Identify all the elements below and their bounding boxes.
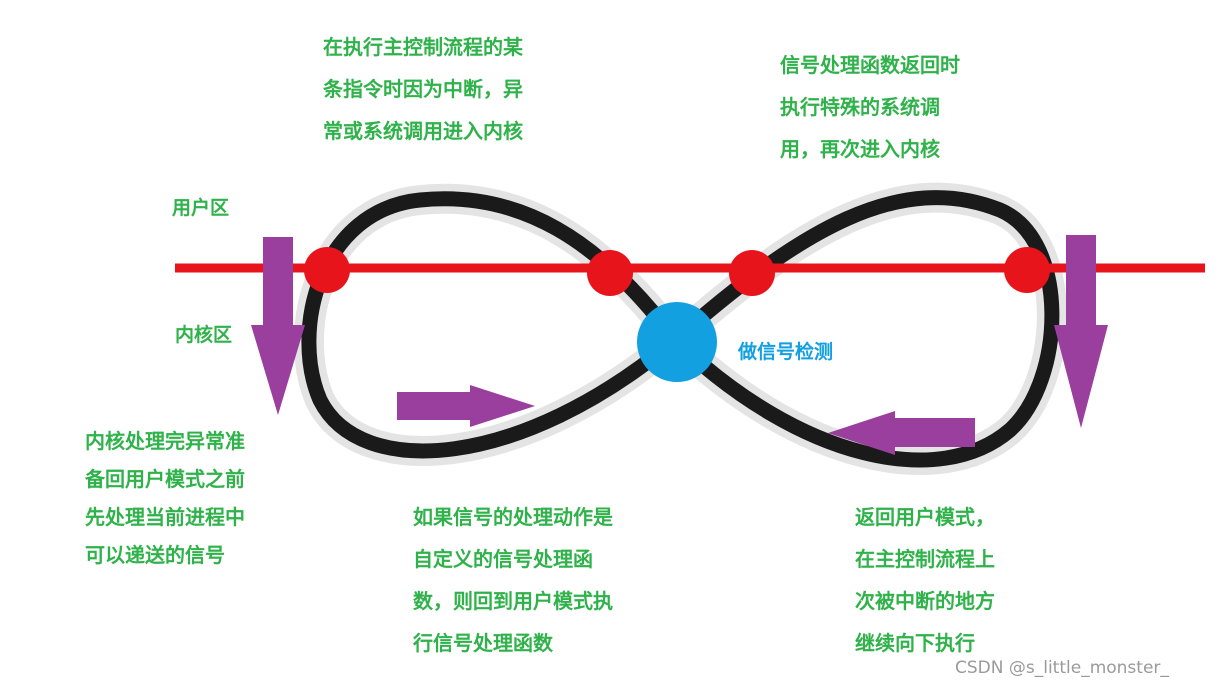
down-arrow-right <box>1054 235 1108 428</box>
transition-point-2 <box>587 250 633 296</box>
kernel-zone-label: 内核区 <box>175 324 233 346</box>
note-line: 数，则回到用户模式执 <box>413 589 613 613</box>
note-line: 在主控制流程上 <box>855 547 995 571</box>
note-line: 次被中断的地方 <box>855 589 995 613</box>
right-arrow <box>397 385 535 427</box>
note-line: 备回用户模式之前 <box>85 467 245 491</box>
transition-point-3 <box>729 250 775 296</box>
note-line: 在执行主控制流程的某 <box>323 35 523 59</box>
watermark: CSDN @s_little_monster_ <box>955 658 1169 678</box>
note-line: 条指令时因为中断，异 <box>323 77 523 101</box>
note-before-return: 内核处理完异常准 备回用户模式之前 先处理当前进程中 可以递送的信号 <box>85 422 245 574</box>
note-line: 可以递送的信号 <box>85 543 225 567</box>
note-line: 先处理当前进程中 <box>85 505 245 529</box>
note-line: 信号处理函数返回时 <box>780 53 960 77</box>
note-line: 行信号处理函数 <box>413 631 553 655</box>
note-line: 用，再次进入内核 <box>780 137 940 161</box>
note-line: 返回用户模式， <box>855 505 995 529</box>
note-line: 如果信号的处理动作是 <box>413 505 613 529</box>
transition-point-4 <box>1004 247 1050 293</box>
left-arrow <box>828 411 975 455</box>
note-resume: 返回用户模式， 在主控制流程上 次被中断的地方 继续向下执行 <box>855 496 995 664</box>
transition-point-1 <box>304 247 350 293</box>
signal-check-label: 做信号检测 <box>738 341 834 363</box>
note-custom-handler: 如果信号的处理动作是 自定义的信号处理函 数，则回到用户模式执 行信号处理函数 <box>413 496 613 664</box>
note-line: 自定义的信号处理函 <box>413 547 593 571</box>
note-handler-return: 信号处理函数返回时 执行特殊的系统调 用，再次进入内核 <box>780 44 960 170</box>
signal-check-point <box>637 302 717 382</box>
user-zone-label: 用户区 <box>172 197 230 219</box>
note-line: 继续向下执行 <box>855 631 975 655</box>
down-arrow-left <box>251 237 305 415</box>
note-line: 内核处理完异常准 <box>85 429 245 453</box>
note-enter-kernel: 在执行主控制流程的某 条指令时因为中断，异 常或系统调用进入内核 <box>323 26 523 152</box>
note-line: 常或系统调用进入内核 <box>323 119 523 143</box>
note-line: 执行特殊的系统调 <box>780 95 940 119</box>
